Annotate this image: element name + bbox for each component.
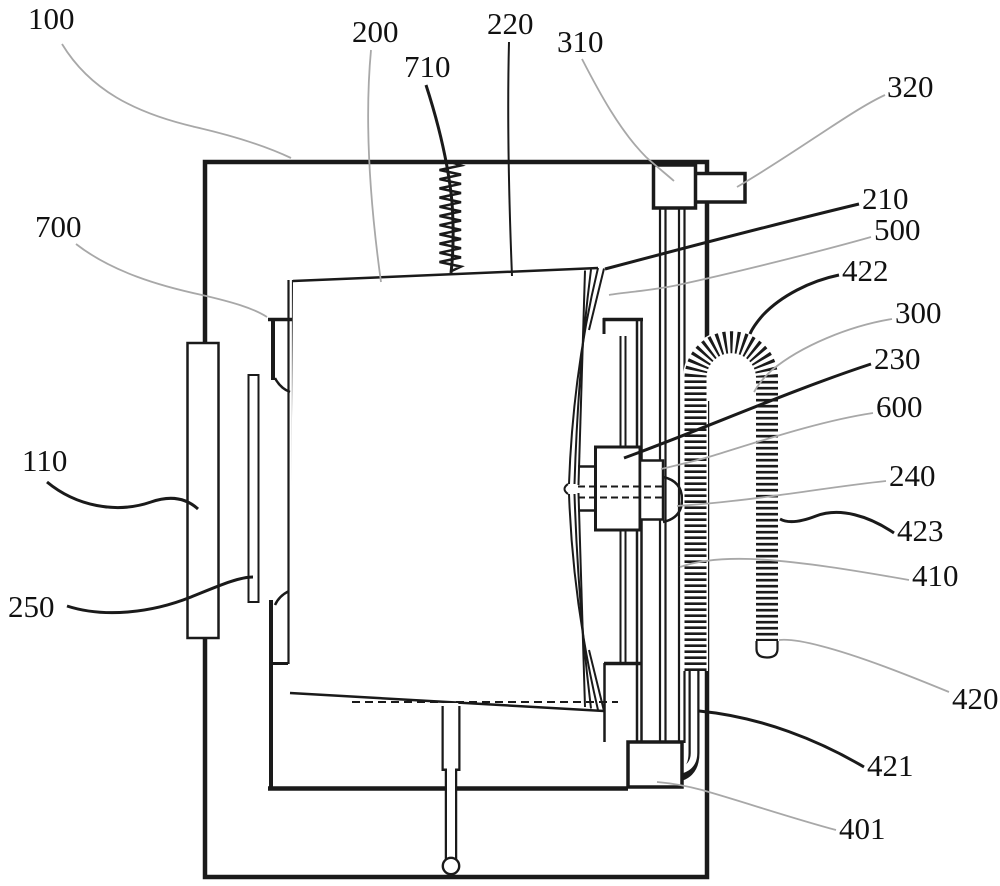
coupler-arc bbox=[662, 475, 684, 524]
leader-200 bbox=[367, 49, 382, 283]
leader-500 bbox=[608, 236, 872, 296]
label-421: 421 bbox=[867, 748, 914, 783]
label-110: 110 bbox=[22, 443, 67, 478]
leader-220 bbox=[507, 41, 513, 277]
drum-edges bbox=[289, 266, 605, 713]
coupler-block bbox=[638, 459, 665, 521]
leader-422 bbox=[748, 273, 840, 335]
label-422: 422 bbox=[842, 253, 889, 288]
leader-421 bbox=[698, 709, 865, 769]
leader-lines-black bbox=[46, 41, 895, 769]
label-423: 423 bbox=[897, 513, 944, 548]
drum-body bbox=[290, 268, 600, 710]
label-420: 420 bbox=[952, 681, 999, 716]
motor-assembly bbox=[578, 445, 684, 532]
label-300: 300 bbox=[895, 295, 942, 330]
suspension-spring bbox=[439, 160, 466, 273]
label-310: 310 bbox=[557, 24, 604, 59]
label-200: 200 bbox=[352, 14, 399, 49]
leader-250 bbox=[66, 575, 254, 615]
leader-100 bbox=[61, 43, 292, 159]
label-230: 230 bbox=[874, 341, 921, 376]
label-710: 710 bbox=[404, 49, 451, 84]
label-500: 500 bbox=[874, 212, 921, 247]
leader-420 bbox=[778, 638, 950, 693]
leader-110 bbox=[46, 480, 200, 511]
drain-pipe bbox=[441, 703, 461, 876]
label-240: 240 bbox=[889, 458, 936, 493]
label-700: 700 bbox=[35, 209, 82, 244]
label-410: 410 bbox=[912, 558, 959, 593]
hose-ribs bbox=[684, 331, 778, 671]
leader-600 bbox=[660, 412, 874, 470]
leader-320 bbox=[736, 94, 886, 188]
label-600: 600 bbox=[876, 389, 923, 424]
leader-423 bbox=[779, 510, 895, 535]
leader-lines-gray bbox=[61, 43, 950, 831]
label-220: 220 bbox=[487, 6, 534, 41]
pump-box bbox=[626, 740, 684, 789]
drain-ball bbox=[441, 856, 461, 876]
drain-hose bbox=[683, 329, 780, 671]
door-seal-strip bbox=[247, 374, 260, 603]
motor-block bbox=[594, 445, 642, 532]
top-bracket bbox=[651, 163, 698, 210]
label-210: 210 bbox=[862, 181, 909, 216]
label-100: 100 bbox=[28, 1, 75, 36]
leader-700 bbox=[75, 243, 268, 318]
leader-710 bbox=[424, 84, 455, 274]
leader-210 bbox=[604, 202, 860, 271]
leader-240 bbox=[676, 480, 887, 507]
leader-401 bbox=[656, 781, 837, 831]
label-401: 401 bbox=[839, 811, 886, 846]
leader-300 bbox=[753, 318, 893, 393]
reference-numerals: 100 200 220 710 310 320 700 210 500 422 … bbox=[8, 1, 999, 846]
leader-230 bbox=[623, 362, 872, 460]
label-250: 250 bbox=[8, 589, 55, 624]
hose-end-cap bbox=[755, 641, 779, 659]
tub-left-wall bbox=[268, 280, 295, 788]
label-320: 320 bbox=[887, 69, 934, 104]
leader-410 bbox=[679, 557, 910, 581]
leader-310 bbox=[581, 58, 675, 182]
